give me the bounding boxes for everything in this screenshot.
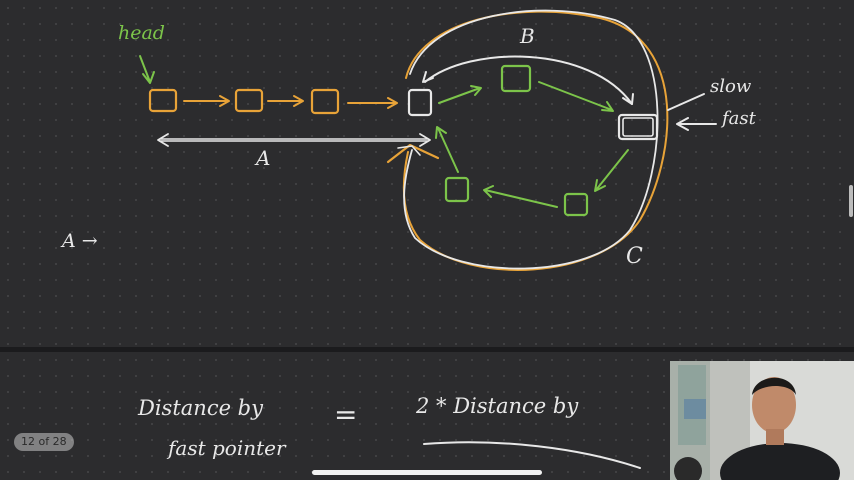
rhs-text: 2 * Distance by [416, 394, 579, 418]
green-node-4 [444, 176, 470, 203]
dot-grid [0, 0, 854, 347]
green-node-3 [563, 192, 589, 217]
page-indicator: 12 of 28 [14, 433, 74, 451]
label-a: A [256, 146, 271, 170]
green-node-1 [500, 64, 532, 93]
whiteboard-slide-top: head B A C slow fast A → [0, 0, 854, 347]
slide-divider [0, 347, 854, 352]
label-c: C [626, 244, 643, 269]
label-a-arrow: A → [62, 230, 98, 252]
presenter-webcam [670, 361, 854, 480]
label-b: B [520, 24, 535, 48]
orange-node-3 [310, 88, 340, 115]
scrollbar-thumb[interactable] [849, 185, 853, 217]
webcam-scene [670, 361, 854, 480]
label-head: head [118, 22, 165, 44]
bottom-strokes [423, 441, 641, 469]
home-indicator[interactable] [312, 470, 542, 475]
lhs-line-2: fast pointer [168, 436, 286, 460]
label-fast: fast [722, 108, 756, 129]
equals-sign: = [334, 398, 358, 431]
label-slow: slow [710, 76, 752, 97]
cycle-entry-node [407, 88, 433, 117]
orange-node-1 [148, 88, 178, 113]
linked-list-cycle-drawing [139, 9, 717, 271]
orange-node-2 [234, 88, 264, 113]
lhs-line-1: Distance by [138, 396, 263, 420]
